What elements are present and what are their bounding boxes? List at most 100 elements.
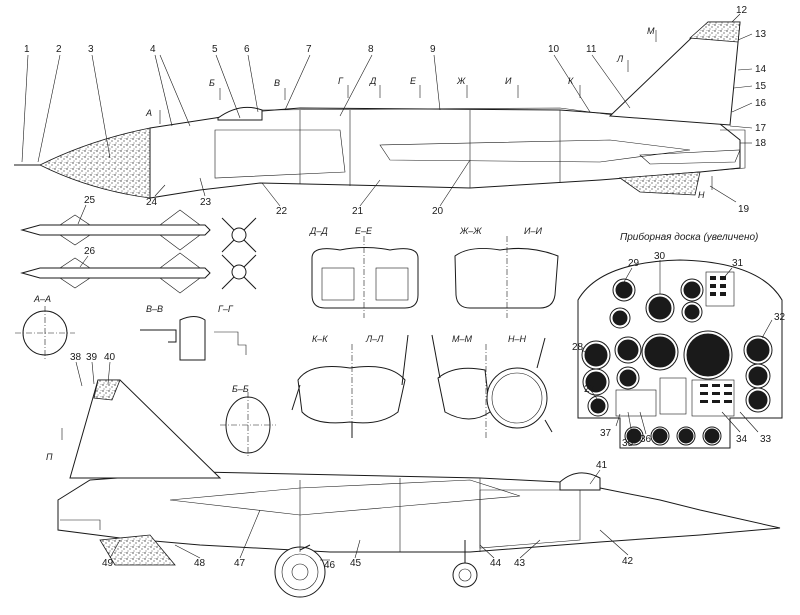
fuselage-outline-bottom — [57, 471, 781, 553]
missile-26: 26 — [20, 246, 211, 294]
missiles: 25 26 — [20, 195, 257, 294]
side-view-top: 1 2 3 4 5 6 7 8 9 10 11 12 13 14 15 16 1… — [14, 5, 767, 217]
callout-32: 32 — [774, 312, 786, 323]
section-k-k-label: К–К — [312, 334, 328, 344]
canopy — [217, 106, 263, 121]
station-e: Е — [410, 76, 417, 86]
panel-title: Приборная доска (увеличено) — [620, 231, 758, 243]
callout-1: 1 — [24, 44, 30, 55]
callout-43: 43 — [514, 558, 526, 569]
callout-31: 31 — [732, 258, 744, 269]
callout-35: 35 — [622, 438, 634, 449]
callout-29: 29 — [628, 258, 640, 269]
nose-wheel — [452, 562, 478, 588]
callout-48: 48 — [194, 558, 206, 569]
station-i: И — [505, 76, 512, 86]
station-p: П — [46, 452, 53, 462]
section-g-g — [179, 316, 206, 361]
section-zh-zh-label: Ж–Ж — [459, 226, 482, 236]
section-b-b-label: Б–Б — [232, 384, 249, 394]
station-k: К — [568, 76, 574, 86]
section-zh-i — [454, 248, 559, 309]
callout-21: 21 — [352, 206, 364, 217]
section-d-e — [311, 247, 419, 309]
callout-18: 18 — [755, 138, 767, 149]
missile-25: 25 — [20, 195, 211, 251]
callout-42: 42 — [622, 556, 634, 567]
side-view-bottom: П 38 39 40 41 42 43 44 45 46 47 48 49 — [46, 352, 781, 598]
section-n-nozzle — [486, 367, 548, 429]
callout-40: 40 — [104, 352, 116, 363]
callout-15: 15 — [755, 81, 767, 92]
callout-26: 26 — [84, 246, 96, 257]
section-l-l-label: Л–Л — [365, 334, 384, 344]
callout-41: 41 — [596, 460, 608, 471]
callout-45: 45 — [350, 558, 362, 569]
section-m-m-label: М–М — [452, 334, 473, 344]
section-d-d-label: Д–Д — [309, 226, 328, 236]
callout-47: 47 — [234, 558, 246, 569]
callout-30: 30 — [654, 251, 666, 262]
fin-tip-speckled — [689, 21, 741, 43]
callout-24: 24 — [146, 197, 158, 208]
callout-16: 16 — [755, 98, 767, 109]
callout-7: 7 — [306, 44, 312, 55]
callout-27: 27 — [584, 384, 596, 395]
missile-front-2 — [221, 254, 257, 290]
callout-8: 8 — [368, 44, 374, 55]
callout-20: 20 — [432, 206, 444, 217]
callout-12: 12 — [736, 5, 748, 16]
callout-6: 6 — [244, 44, 250, 55]
section-m — [437, 367, 491, 420]
callout-38: 38 — [70, 352, 82, 363]
callout-36: 36 — [640, 434, 652, 445]
station-zh: Ж — [456, 76, 466, 86]
callout-17: 17 — [755, 123, 767, 134]
radome-speckled — [39, 127, 151, 199]
station-d: Д — [369, 76, 377, 86]
section-k-l — [297, 366, 406, 424]
fin-tip-speckled-bottom — [93, 379, 121, 401]
callout-49: 49 — [102, 558, 114, 569]
callout-37: 37 — [600, 428, 612, 439]
station-b: Б — [209, 78, 215, 88]
section-a-a-label: А–А — [33, 294, 51, 304]
callout-11: 11 — [586, 44, 597, 55]
callout-44: 44 — [490, 558, 502, 569]
callout-2: 2 — [56, 44, 62, 55]
callout-28: 28 — [572, 342, 584, 353]
callout-4: 4 — [150, 44, 156, 55]
fuselage-outline — [149, 107, 741, 199]
callout-23: 23 — [200, 197, 212, 208]
station-l: Л — [616, 54, 624, 64]
section-v-v — [140, 329, 177, 343]
station-a: А — [145, 108, 152, 118]
ventral-fin — [618, 171, 701, 196]
station-n: Н — [698, 190, 705, 200]
main-wheel — [274, 546, 326, 598]
section-v-v-label: В–В — [146, 304, 163, 314]
callout-10: 10 — [548, 44, 560, 55]
station-m: М — [647, 26, 655, 36]
callout-22: 22 — [276, 206, 288, 217]
section-n-n-label: Н–Н — [508, 334, 527, 344]
callout-34: 34 — [736, 434, 748, 445]
callout-9: 9 — [430, 44, 436, 55]
vertical-tail-bottom — [69, 379, 222, 479]
callout-3: 3 — [88, 44, 94, 55]
callout-25: 25 — [84, 195, 96, 206]
callout-46: 46 — [324, 560, 336, 571]
callout-5: 5 — [212, 44, 218, 55]
callout-13: 13 — [755, 29, 767, 40]
section-g-g-label: Г–Г — [218, 304, 234, 314]
station-v: В — [274, 78, 280, 88]
callout-33: 33 — [760, 434, 772, 445]
instrument-panel: Приборная доска (увеличено) — [572, 231, 786, 449]
callout-39: 39 — [86, 352, 98, 363]
missile-front-1 — [221, 217, 257, 253]
section-e-e-label: Е–Е — [355, 226, 373, 236]
callout-14: 14 — [755, 64, 767, 75]
section-i-i-label: И–И — [524, 226, 542, 236]
